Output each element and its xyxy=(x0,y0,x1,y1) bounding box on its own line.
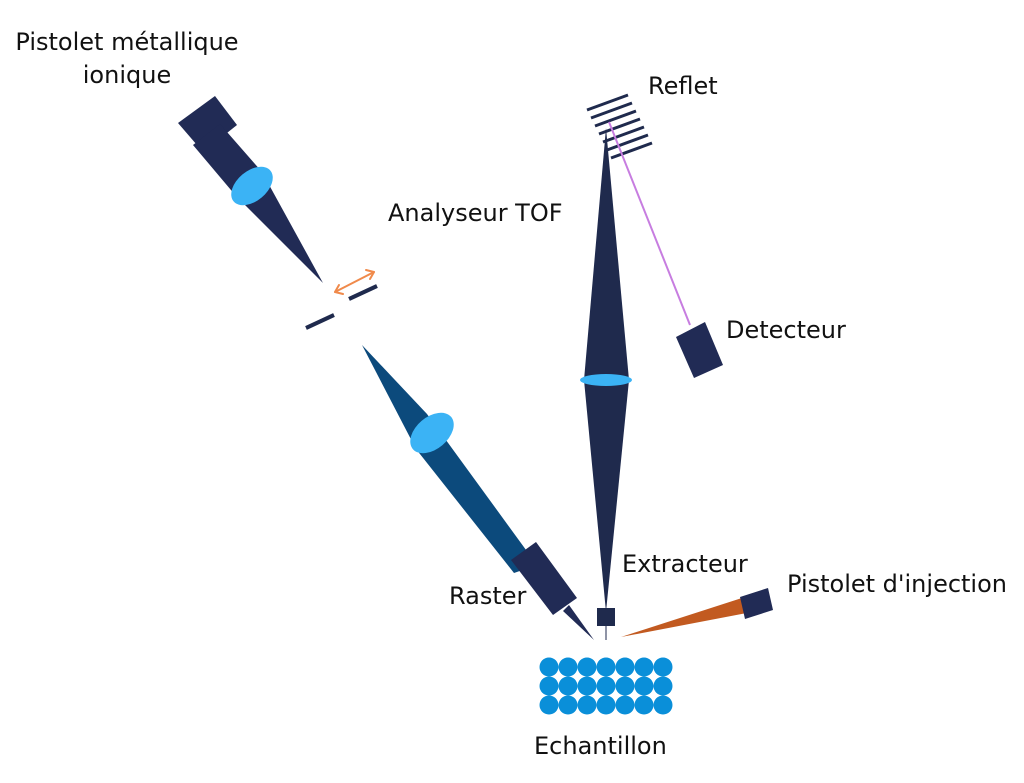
injection-gun-body xyxy=(740,588,773,619)
sample-grid xyxy=(539,657,673,715)
ion-gun-label: Pistolet métallique ionique xyxy=(0,26,254,92)
reflectron xyxy=(586,93,653,160)
detector xyxy=(676,322,723,378)
ion-gun xyxy=(178,96,323,283)
tof-analyzer-label: Analyseur TOF xyxy=(388,199,563,227)
detector-label: Detecteur xyxy=(726,316,846,344)
injection-jet xyxy=(621,597,752,637)
column-lens xyxy=(410,412,454,454)
aperture-adjust-arrow-icon xyxy=(334,269,375,295)
raster-body xyxy=(511,542,577,615)
sample-atom xyxy=(558,676,578,696)
sample-atom xyxy=(558,657,578,677)
sample-atom xyxy=(653,695,673,715)
raster-tip-beam xyxy=(563,605,594,640)
sample-atom xyxy=(634,695,654,715)
sample-atom xyxy=(653,657,673,677)
tof-analyzer xyxy=(580,128,632,612)
injection-gun xyxy=(621,588,773,637)
sample-atom xyxy=(596,657,616,677)
sample-atom xyxy=(615,657,635,677)
sample-label: Echantillon xyxy=(534,732,667,760)
primary-beam-column xyxy=(362,345,537,573)
ion-gun-lens xyxy=(231,166,273,206)
sample-atom xyxy=(634,657,654,677)
sample-atom xyxy=(539,657,559,677)
raster-label: Raster xyxy=(449,582,527,610)
aperture xyxy=(305,269,378,330)
raster-unit xyxy=(511,542,594,640)
sample-atom xyxy=(539,676,559,696)
aperture-plate-right xyxy=(348,284,378,301)
tof-flight-tube xyxy=(584,128,629,612)
extractor-label: Extracteur xyxy=(622,550,748,578)
primary-beam-cone xyxy=(362,345,537,573)
sample-atom xyxy=(539,695,559,715)
aperture-plate-left xyxy=(305,313,335,330)
sample-atom xyxy=(634,676,654,696)
sample-atom xyxy=(596,695,616,715)
tof-lens xyxy=(580,374,632,386)
sample-atom xyxy=(577,657,597,677)
injection-gun-label: Pistolet d'injection xyxy=(787,570,1007,598)
reflectron-label: Reflet xyxy=(648,72,718,100)
reflected-ion-path xyxy=(608,121,691,326)
ion-gun-label-line2: ionique xyxy=(82,61,172,89)
sample-atom xyxy=(596,676,616,696)
sample-atom xyxy=(653,676,673,696)
sample-atom xyxy=(558,695,578,715)
extractor xyxy=(597,608,615,626)
ion-gun-body xyxy=(178,96,237,152)
sample-atom xyxy=(577,676,597,696)
sample-atom xyxy=(615,695,635,715)
sample-atom xyxy=(577,695,597,715)
ion-gun-label-line1: Pistolet métallique xyxy=(15,28,239,56)
sample-atom xyxy=(615,676,635,696)
